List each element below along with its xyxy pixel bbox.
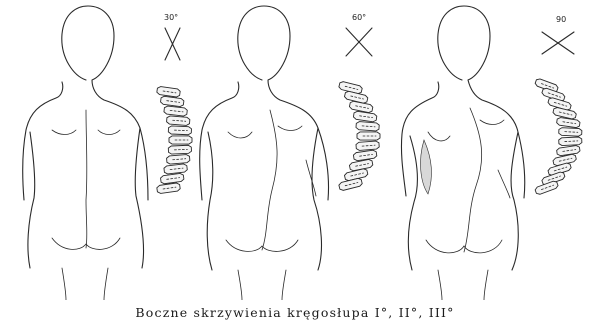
figure-caption: Boczne skrzywienia kręgosłupa I°, II°, I… (0, 305, 590, 320)
scapula-right-3 (480, 120, 504, 125)
body-figure-3 (401, 6, 524, 300)
body-figure-1 (23, 6, 148, 300)
body-outline-2 (200, 6, 329, 270)
scoliosis-illustration (0, 0, 590, 300)
angle-label-3: 90 (556, 16, 566, 24)
scapula-left-2 (228, 132, 252, 138)
flank-fold-3 (498, 170, 510, 198)
spine-line-2 (262, 110, 277, 250)
legs-3 (438, 270, 488, 300)
body-figure-2 (200, 6, 329, 300)
body-outline-3 (401, 6, 524, 270)
spine-line-1 (86, 110, 87, 248)
angle-symbol-2 (346, 28, 372, 56)
vertebrae-column-3 (534, 78, 582, 195)
flank-fold-2 (306, 160, 316, 196)
scapula-left-1 (52, 130, 76, 135)
scapula-left-3 (428, 132, 450, 141)
scapula-right-1 (98, 130, 120, 135)
angle-symbol-1 (165, 28, 180, 60)
scapula-right-2 (278, 126, 302, 131)
legs-1 (62, 268, 108, 300)
vertebrae-column-2 (338, 81, 380, 191)
body-outline-1 (23, 6, 148, 268)
legs-2 (238, 270, 286, 300)
angle-symbol-3 (542, 32, 574, 54)
angle-label-2: 60° (352, 14, 366, 22)
vertebrae-column-1 (157, 86, 192, 194)
shaded-flank-3 (421, 140, 432, 194)
angle-label-1: 30° (164, 14, 178, 22)
spine-line-3 (464, 108, 482, 252)
